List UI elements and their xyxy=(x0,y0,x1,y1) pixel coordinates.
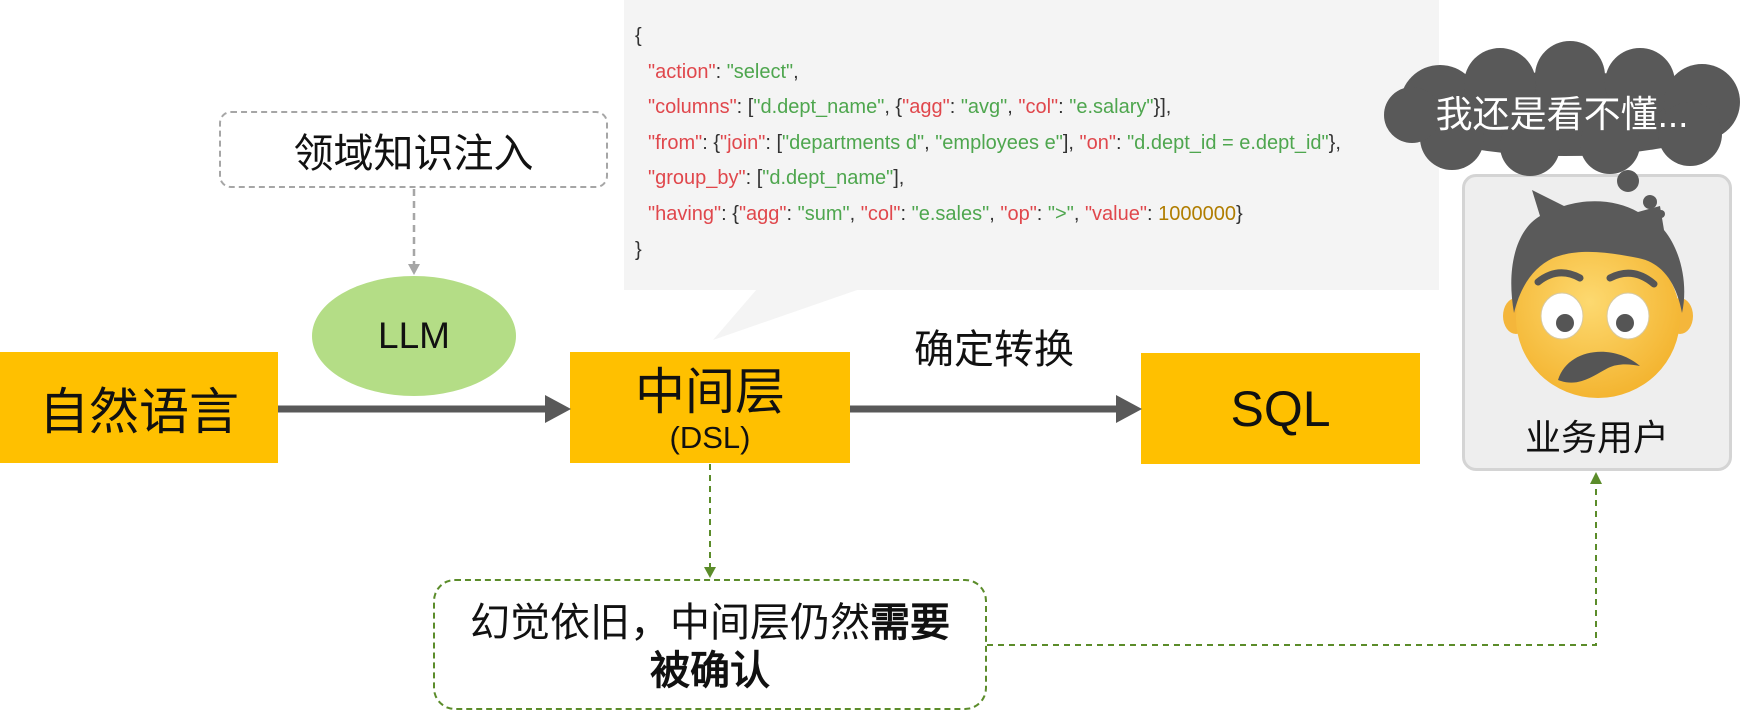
warning-line-1: 幻觉依旧，中间层仍然需要 xyxy=(435,599,985,647)
code-line: "group_by": ["d.dept_name"], xyxy=(635,161,1439,197)
code-punct: : xyxy=(786,202,798,225)
code-punct: , xyxy=(989,202,1001,225)
code-key: "from" xyxy=(648,131,703,154)
code-key: "action" xyxy=(648,60,716,83)
code-key: "value" xyxy=(1084,202,1147,225)
business-user-label: 业务用户 xyxy=(1524,417,1669,458)
code-string: "departments d" xyxy=(782,131,925,154)
code-line: "having": {"agg": "sum", "col": "e.sales… xyxy=(635,197,1439,233)
code-punct: : [ xyxy=(765,131,783,154)
code-key: "on" xyxy=(1079,131,1116,154)
code-string: "d.dept_name" xyxy=(762,167,894,190)
code-line: "columns": ["d.dept_name", {"agg": "avg"… xyxy=(635,90,1439,126)
code-string: "d.dept_id = e.dept_id" xyxy=(1127,131,1329,154)
code-punct: : { xyxy=(702,131,720,154)
dsl-subtitle: (DSL) xyxy=(669,420,751,455)
code-punct: : xyxy=(1146,202,1159,225)
code-string: "select" xyxy=(726,60,794,83)
code-string: "sum" xyxy=(797,202,850,225)
code-punct: , { xyxy=(884,96,903,119)
dsl-to-sql-arrow-head xyxy=(1116,395,1142,423)
code-punct: , xyxy=(924,131,936,154)
code-line: { xyxy=(635,19,1439,55)
business-user-panel: 业务用户 xyxy=(1462,174,1732,471)
code-key: "col" xyxy=(860,202,901,225)
code-punct: : xyxy=(900,202,912,225)
code-punct: , xyxy=(1007,96,1019,119)
code-number: 1000000 xyxy=(1158,202,1236,225)
domain-to-llm-arrow-head xyxy=(408,264,420,275)
code-punct: , xyxy=(1073,202,1085,225)
deterministic-conversion-label: 确定转换 xyxy=(914,328,1074,372)
dsl-box: 中间层 (DSL) xyxy=(570,352,850,463)
warning-text-normal: 幻觉依旧，中间层仍然 xyxy=(470,601,870,645)
code-bubble-tail xyxy=(713,289,860,340)
warning-text-bold-1: 需要 xyxy=(870,601,950,645)
code-line: "action": "select", xyxy=(635,55,1439,91)
code-punct: : [ xyxy=(745,167,763,190)
warning-line-2: 被确认 xyxy=(435,647,985,695)
code-punct: { xyxy=(635,25,642,47)
code-punct: , xyxy=(793,60,799,83)
code-key: "agg" xyxy=(738,202,787,225)
dsl-title: 中间层 xyxy=(635,364,785,420)
code-key: "columns" xyxy=(648,96,737,119)
sql-box: SQL xyxy=(1141,353,1420,464)
domain-knowledge-box: 领域知识注入 xyxy=(219,111,608,188)
code-line: "from": {"join": ["departments d", "empl… xyxy=(635,126,1439,162)
llm-label: LLM xyxy=(378,315,450,356)
code-punct: : xyxy=(1115,131,1128,154)
code-punct: , xyxy=(849,202,861,225)
dsl-to-warning-arrow-head xyxy=(704,567,716,578)
code-punct: }, xyxy=(1328,131,1341,154)
code-string: "employees e" xyxy=(935,131,1063,154)
code-key: "group_by" xyxy=(648,167,746,190)
code-punct: : [ xyxy=(736,96,754,119)
code-punct: : xyxy=(1058,96,1070,119)
thought-cloud-text: 我还是看不懂... xyxy=(1435,94,1689,135)
code-string: "e.sales" xyxy=(911,202,990,225)
code-punct: ], xyxy=(893,167,905,190)
code-punct: } xyxy=(1235,202,1243,225)
code-string: "avg" xyxy=(960,96,1008,119)
warning-to-user-connector xyxy=(987,484,1597,646)
code-key: "col" xyxy=(1018,96,1059,119)
code-punct: : xyxy=(715,60,727,83)
code-string: "d.dept_name" xyxy=(753,96,885,119)
nl-to-dsl-arrow-head xyxy=(545,395,571,423)
code-key: "op" xyxy=(1000,202,1037,225)
code-key: "agg" xyxy=(902,96,950,119)
natural-language-box: 自然语言 xyxy=(0,352,278,463)
dsl-code-bubble: {"action": "select","columns": ["d.dept_… xyxy=(624,0,1439,290)
code-punct: : { xyxy=(721,202,739,225)
code-punct: }], xyxy=(1153,96,1172,119)
code-string: "e.salary" xyxy=(1069,96,1154,119)
code-punct: } xyxy=(635,238,642,261)
warning-to-user-arrow-head xyxy=(1590,472,1602,484)
code-line: } xyxy=(635,233,1439,269)
code-key: "having" xyxy=(648,202,722,225)
warning-text-bold-2: 被确认 xyxy=(650,649,770,693)
code-punct: ], xyxy=(1062,131,1080,154)
code-key: "join" xyxy=(720,131,766,154)
code-string: ">" xyxy=(1047,202,1074,225)
hallucination-warning-box: 幻觉依旧，中间层仍然需要 被确认 xyxy=(433,579,987,710)
code-punct: : xyxy=(1036,202,1048,225)
code-punct: : xyxy=(949,96,961,119)
